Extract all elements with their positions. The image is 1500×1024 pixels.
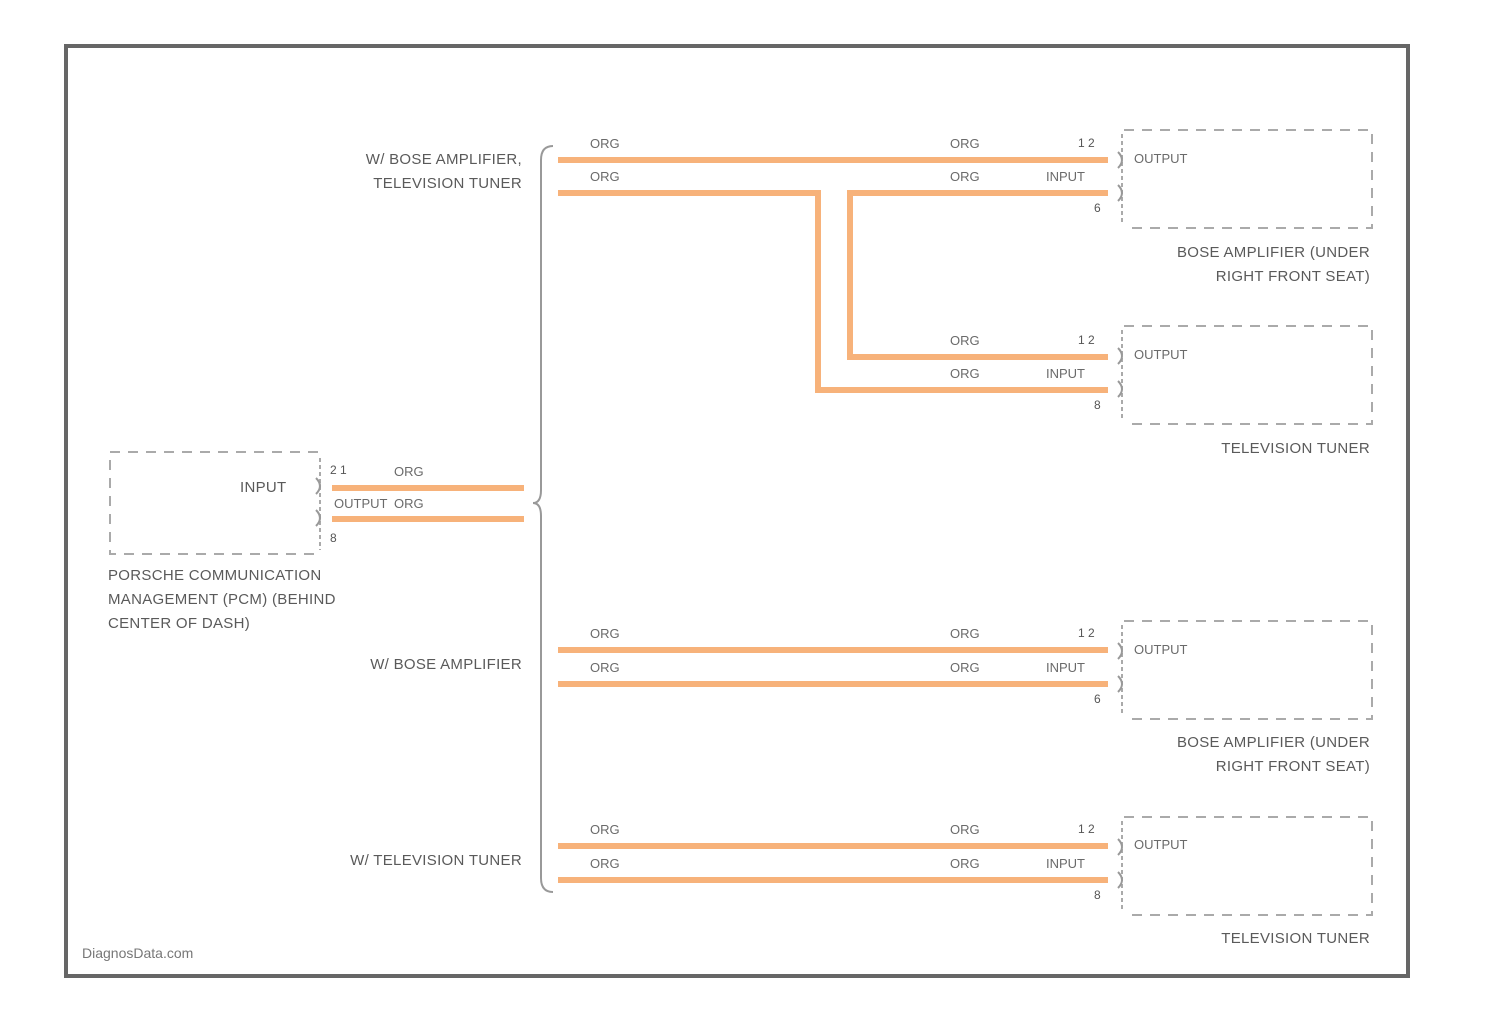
dest-2-pin-bottom: 8 [1094,398,1101,412]
wire-label-left-2: ORG [590,169,620,184]
wire-label-left-4: ORG [590,660,620,675]
dest-3-name-line-2: RIGHT FRONT SEAT) [1177,755,1370,779]
diagram-frame [66,46,1408,976]
dest-2-input-label: INPUT [1046,366,1085,381]
dest-1-pin-bottom: 6 [1094,201,1101,215]
dest-4-wire-b: ORG [950,856,980,871]
dest-2-name: TELEVISION TUNER [1221,437,1370,461]
dest-1-name-line-1: BOSE AMPLIFIER (UNDER [1177,241,1370,265]
variant-brace [533,146,553,892]
destination-box-1 [1124,130,1372,228]
dest-3-name-line-1: BOSE AMPLIFIER (UNDER [1177,731,1370,755]
dest-2-wire-a: ORG [950,333,980,348]
dest-4-name: TELEVISION TUNER [1221,927,1370,951]
pcm-name: PORSCHE COMMUNICATION MANAGEMENT (PCM) (… [108,564,336,636]
dest-1-name-line-2: RIGHT FRONT SEAT) [1177,265,1370,289]
variant-1-label-line-2: TELEVISION TUNER [366,172,522,196]
pcm-pin-bottom: 8 [330,531,337,545]
variant-1-label-line-1: W/ BOSE AMPLIFIER, [366,148,522,172]
dest-3-name: BOSE AMPLIFIER (UNDER RIGHT FRONT SEAT) [1177,731,1370,779]
pcm-output-wire-color: ORG [394,496,424,511]
group1-wire-bottom [558,193,1108,390]
destination-box-2 [1124,326,1372,424]
dest-3-wire-a: ORG [950,626,980,641]
pcm-name-line-2: MANAGEMENT (PCM) (BEHIND [108,588,336,612]
dest-1-input-label: INPUT [1046,169,1085,184]
pcm-name-line-1: PORSCHE COMMUNICATION [108,564,336,588]
dest-4-wire-a: ORG [950,822,980,837]
wire-label-left-1: ORG [590,136,620,151]
dest-3-output-label: OUTPUT [1134,642,1187,657]
watermark: DiagnosData.com [82,945,193,961]
dest-2-output-label: OUTPUT [1134,347,1187,362]
dest-4-name-line-1: TELEVISION TUNER [1221,927,1370,951]
dest-4-input-label: INPUT [1046,856,1085,871]
dest-4-pin-bottom: 8 [1094,888,1101,902]
wire-label-left-6: ORG [590,856,620,871]
dest-4-output-label: OUTPUT [1134,837,1187,852]
dest-3-wire-b: ORG [950,660,980,675]
dest-3-input-label: INPUT [1046,660,1085,675]
dest-2-wire-b: ORG [950,366,980,381]
destination-box-4 [1124,817,1372,915]
pcm-input-label: INPUT [240,476,287,500]
dest-3-pins-top: 1 2 [1078,626,1095,640]
pcm-component-box [110,452,318,554]
pcm-name-line-3: CENTER OF DASH) [108,612,336,636]
variant-3-label-line-1: W/ TELEVISION TUNER [350,849,522,873]
pcm-pins-top: 2 1 [330,463,347,477]
dest-1-pins-top: 1 2 [1078,136,1095,150]
dest-2-name-line-1: TELEVISION TUNER [1221,437,1370,461]
dest-1-wire-b: ORG [950,169,980,184]
dest-1-name: BOSE AMPLIFIER (UNDER RIGHT FRONT SEAT) [1177,241,1370,289]
dest-1-wire-a: ORG [950,136,980,151]
dest-4-pins-top: 1 2 [1078,822,1095,836]
variant-1-label: W/ BOSE AMPLIFIER, TELEVISION TUNER [366,148,522,196]
pcm-output-label: OUTPUT [334,496,387,511]
destination-box-3 [1124,621,1372,719]
wire-label-left-5: ORG [590,822,620,837]
wire-label-left-3: ORG [590,626,620,641]
variant-2-label: W/ BOSE AMPLIFIER [370,653,522,677]
dest-1-output-label: OUTPUT [1134,151,1187,166]
variant-2-label-line-1: W/ BOSE AMPLIFIER [370,653,522,677]
pcm-input-wire-color: ORG [394,464,424,479]
variant-3-label: W/ TELEVISION TUNER [350,849,522,873]
dest-3-pin-bottom: 6 [1094,692,1101,706]
dest-2-pins-top: 1 2 [1078,333,1095,347]
